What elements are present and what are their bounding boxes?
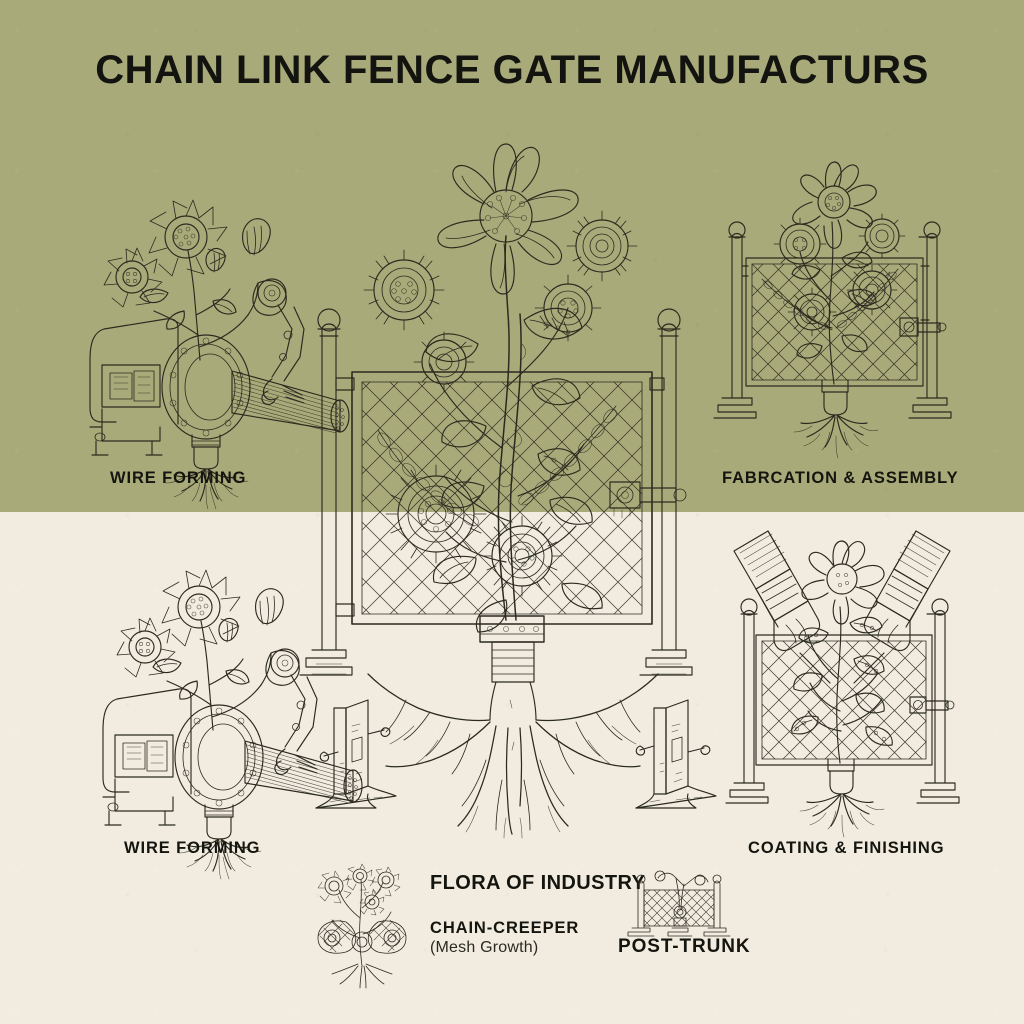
gear-flower <box>363 249 445 331</box>
panel-label-fabrication-assembly: FABRCATION & ASSEMBLY <box>722 469 959 487</box>
gear-flower <box>566 210 638 282</box>
legend-item-post-trunk-name: POST-TRUNK <box>618 936 751 957</box>
legend-heading: FLORA OF INDUSTRY <box>430 872 646 894</box>
large-chain-link-gate-icon <box>299 143 693 839</box>
page-title: CHAIN LINK FENCE GATE MANUFACTURS <box>95 48 929 92</box>
large-flower <box>437 143 579 295</box>
fabrication-assembly-illustration <box>712 140 977 460</box>
wire-forming-machine-icon <box>102 569 363 880</box>
paint-brush-left <box>733 530 831 684</box>
chain-creeper-icon <box>317 863 407 989</box>
gear-flower <box>773 217 827 271</box>
fence-post-illustration-right <box>628 690 738 820</box>
gear-flower <box>787 287 837 337</box>
panel-label-wire-forming-top: WIRE FORMING <box>110 469 247 487</box>
large-flower <box>801 540 885 625</box>
gear-flower <box>481 515 563 597</box>
fence-post-icon <box>315 699 397 809</box>
central-gate-illustration <box>299 130 714 839</box>
fence-post-illustration-left <box>308 690 418 820</box>
chain-creeper-plant-icon <box>302 862 422 989</box>
gear-flower <box>413 331 475 393</box>
gear-flower <box>385 464 487 564</box>
post-trunk-icon <box>627 870 731 937</box>
panel-label-coating-finishing: COATING & FINISHING <box>748 839 945 857</box>
wire-forming-machine-illustration-bottom <box>85 535 375 880</box>
gate-with-paint-brushes-icon <box>725 530 960 838</box>
fence-gate-panel-icon <box>713 161 952 459</box>
legend-item-chain-creeper-sub: (Mesh Growth) <box>430 939 539 956</box>
paint-brush-right <box>853 530 951 684</box>
panel-label-wire-forming-bottom: WIRE FORMING <box>124 839 261 857</box>
wire-forming-machine-illustration-top <box>72 165 362 510</box>
background-band-cream <box>0 512 1024 1024</box>
wire-forming-machine-icon <box>89 199 350 510</box>
chain-decoration <box>377 405 617 527</box>
chain-link-mesh <box>751 263 918 381</box>
legend-item-chain-creeper-name: CHAIN-CREEPER <box>430 919 580 937</box>
post-trunk-fence-icon <box>624 866 734 938</box>
fence-post-icon <box>635 699 717 809</box>
gear-flower <box>858 213 906 259</box>
coating-finishing-illustration <box>722 525 987 845</box>
